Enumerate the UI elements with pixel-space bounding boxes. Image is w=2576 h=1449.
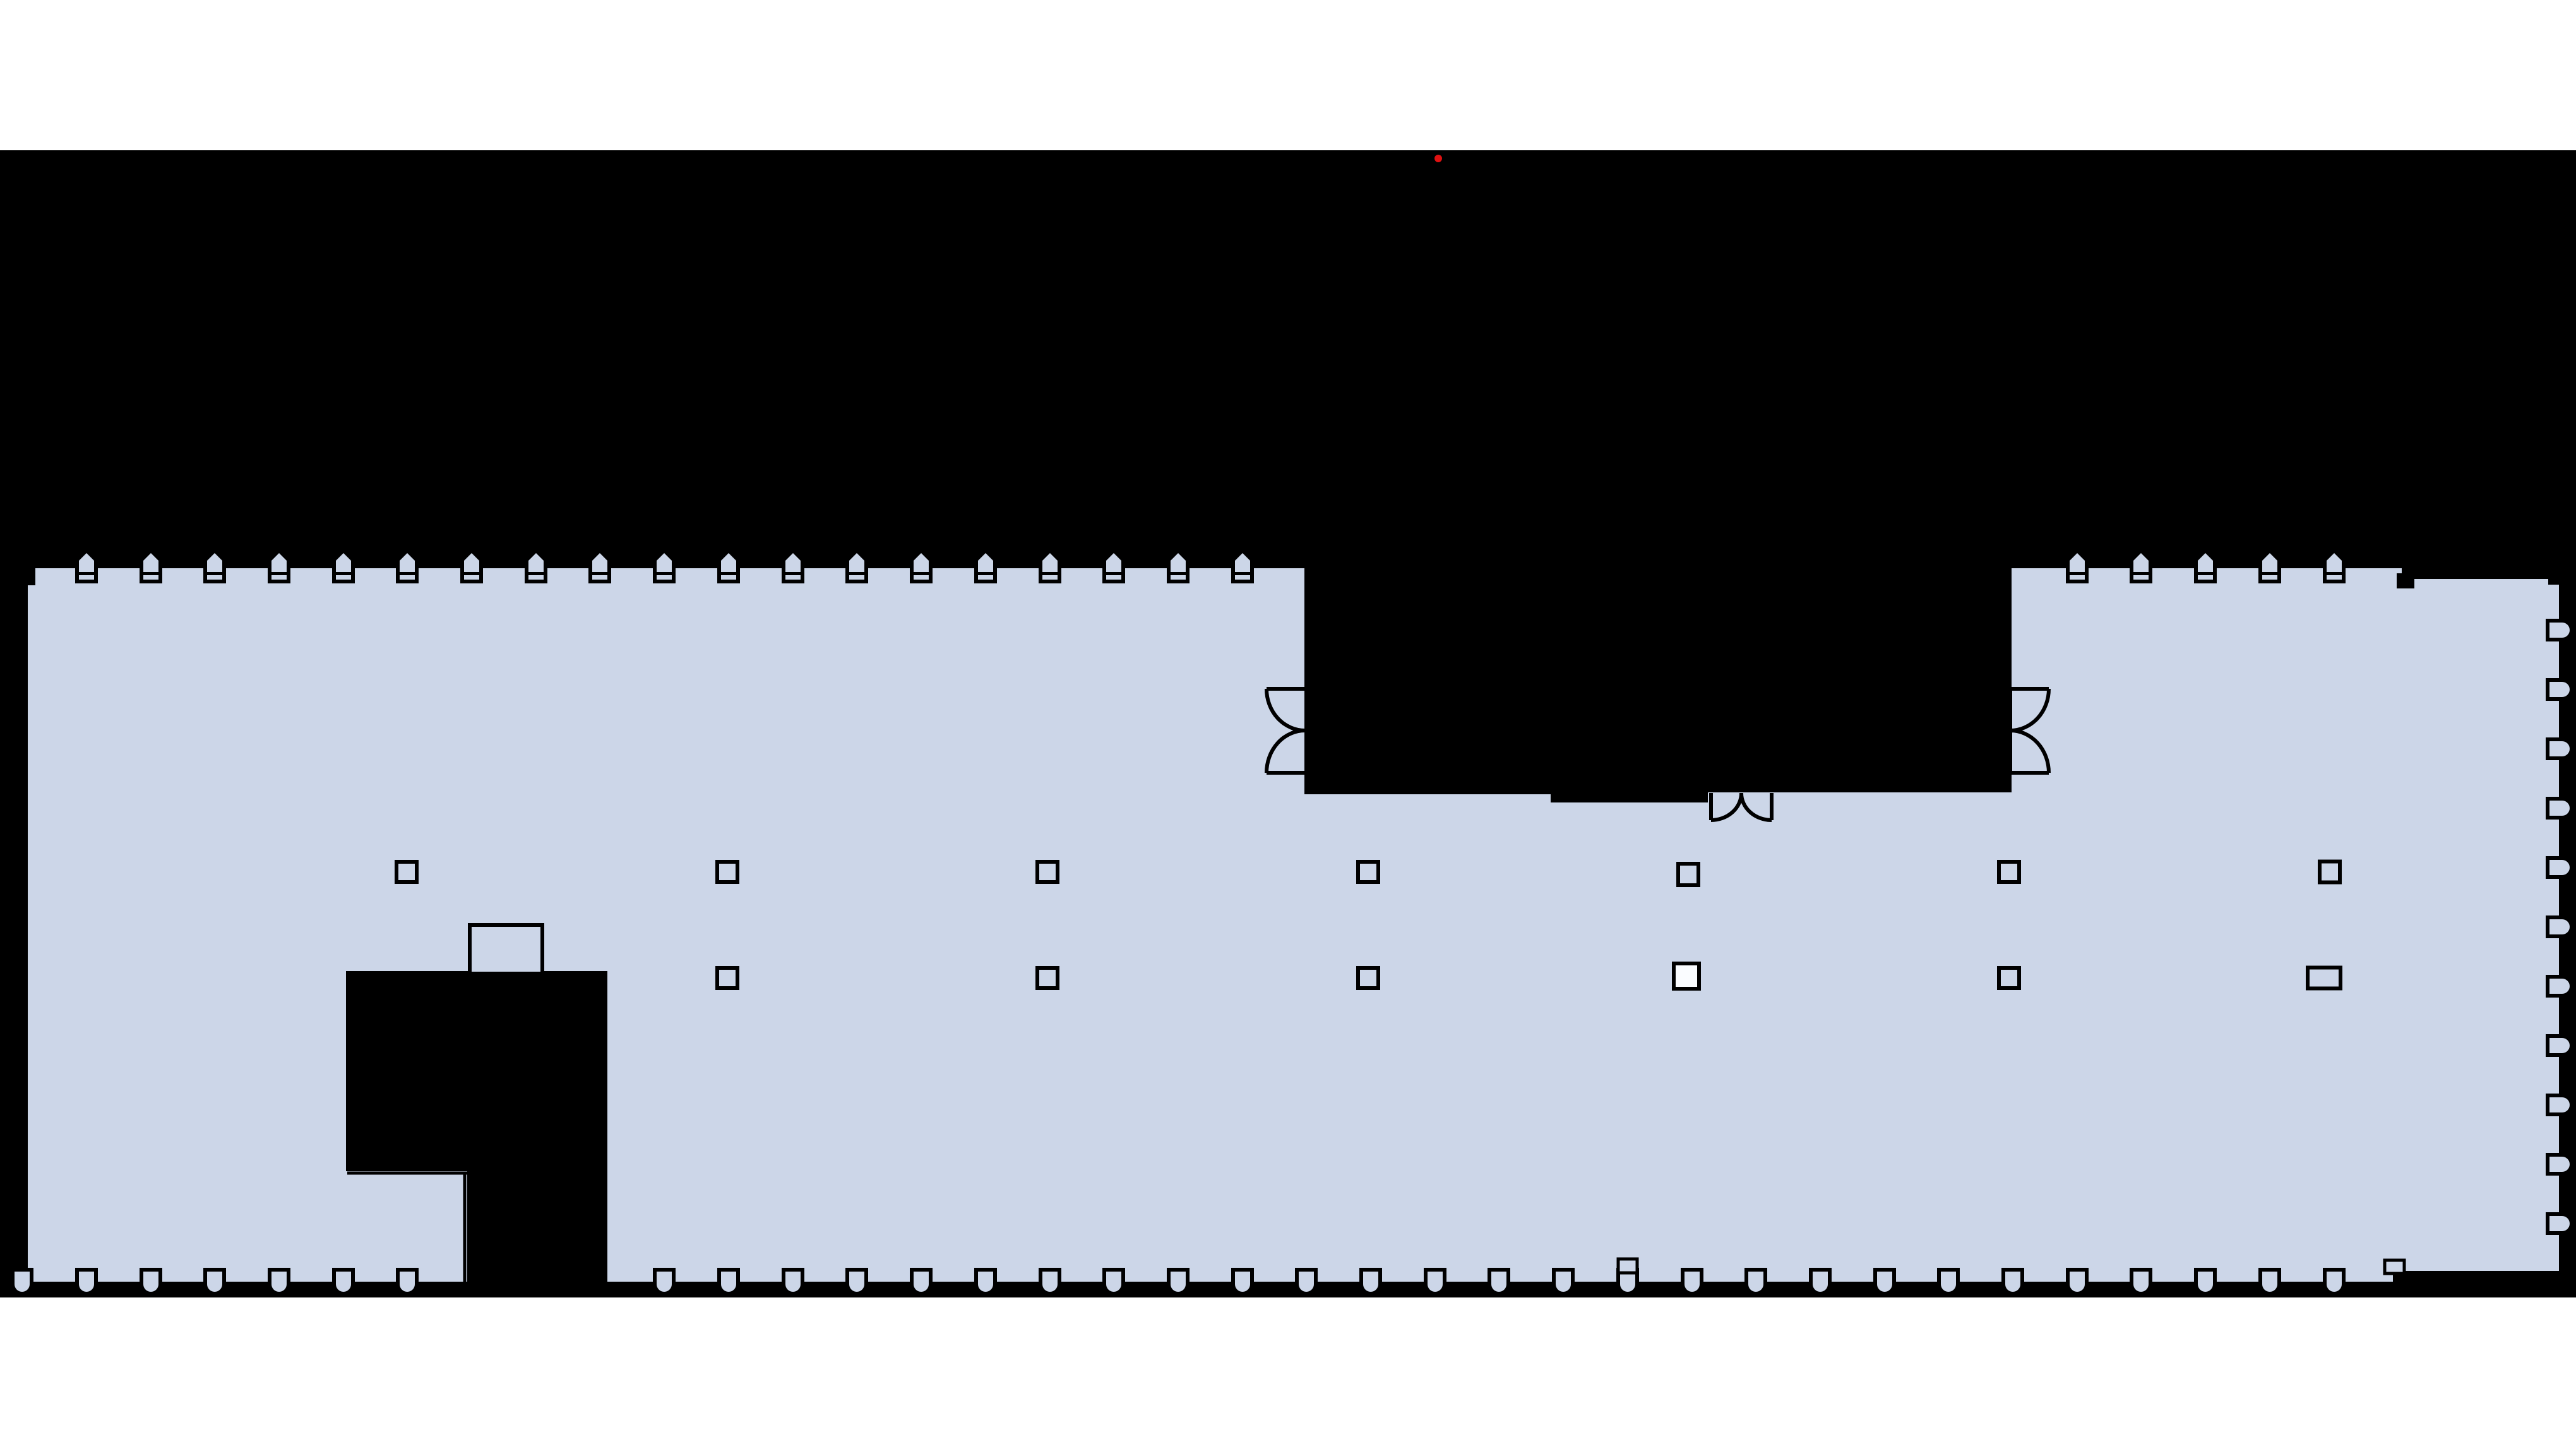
wall-corner-notch	[2548, 576, 2560, 585]
column-marker	[715, 966, 739, 990]
wall-corner-notch	[2397, 573, 2414, 588]
red-reference-marker	[1434, 155, 1442, 162]
window-sill-line-top	[464, 572, 479, 575]
column-marker	[1356, 966, 1380, 990]
window-tab-right	[2549, 1038, 2570, 1053]
window-sill-line-top	[207, 572, 222, 575]
window-tab-bottom	[849, 1272, 864, 1292]
column-marker	[1035, 860, 1059, 884]
window-tab-right	[2549, 860, 2570, 875]
column-marker	[2318, 859, 2342, 885]
column-marker	[2306, 965, 2342, 991]
window-tab-bottom	[2262, 1272, 2277, 1292]
window-sill-line-top	[978, 572, 993, 575]
window-sill-line-top	[336, 572, 351, 575]
window-sill-line-top	[528, 572, 544, 575]
page-margin-top	[0, 0, 2576, 150]
window-tab-bottom	[2327, 1272, 2342, 1292]
window-tab-bottom	[1556, 1272, 1571, 1292]
window-sill-line-top	[2070, 572, 2085, 575]
column-marker	[1672, 962, 1701, 991]
window-tab-bottom	[2133, 1272, 2149, 1292]
window-tab-bottom	[1299, 1272, 1314, 1292]
floor-slab	[25, 566, 2561, 1284]
window-tab-bottom	[785, 1272, 801, 1292]
window-sill-line-top	[400, 572, 415, 575]
window-tab-bottom	[1171, 1272, 1186, 1292]
window-sill-line-top	[79, 572, 94, 575]
window-sill-line-top	[271, 572, 287, 575]
window-sill-line-top	[849, 572, 864, 575]
column-marker	[1676, 862, 1700, 887]
wall-step-box-symbol	[2383, 1258, 2406, 1275]
window-tab-bottom	[1235, 1272, 1250, 1292]
double-door-west	[1265, 687, 1306, 775]
window-tab-right	[2549, 741, 2570, 756]
window-sill-line-top	[1106, 572, 1121, 575]
window-tab-bottom	[1877, 1272, 1892, 1292]
window-tab-bottom	[978, 1272, 993, 1292]
window-tab-right	[2549, 919, 2570, 934]
window-tab-bottom	[2198, 1272, 2213, 1292]
window-tab-bottom	[1813, 1272, 1828, 1292]
window-tab-bottom	[1428, 1272, 1443, 1292]
window-sill-line-top	[785, 572, 801, 575]
window-tab-bottom	[1491, 1272, 1506, 1292]
window-tab-bottom	[1042, 1272, 1058, 1292]
window-tab-right	[2549, 682, 2570, 697]
window-tab-bottom	[15, 1272, 30, 1292]
window-sill-line-top	[721, 572, 736, 575]
window-sill-line-top	[657, 572, 672, 575]
double-door-east	[2008, 687, 2051, 775]
column-marker	[1997, 860, 2021, 884]
shaft-room-outline	[468, 923, 544, 975]
window-tab-right	[2549, 1097, 2570, 1112]
window-sill-line-top	[1042, 572, 1058, 575]
window-tab-bottom	[657, 1272, 672, 1292]
window-tab-bottom	[1685, 1272, 1700, 1292]
window-sill-line-top	[592, 572, 607, 575]
window-tab-bottom	[207, 1272, 222, 1292]
window-tab-right	[2549, 1157, 2570, 1172]
window-sill-line-top	[1235, 572, 1250, 575]
window-tab-bottom	[1748, 1272, 1763, 1292]
window-tab-bottom	[721, 1272, 736, 1292]
window-sill-line-top	[2198, 572, 2213, 575]
column-marker	[1997, 966, 2021, 990]
window-tab-bottom	[1941, 1272, 1956, 1292]
window-sill-line-top	[2262, 572, 2277, 575]
window-tab-bottom	[914, 1272, 929, 1292]
window-tab-right	[2549, 801, 2570, 816]
riser-box-symbol	[1616, 1257, 1639, 1275]
window-tab-bottom	[336, 1272, 351, 1292]
window-sill-line-top	[1171, 572, 1186, 575]
window-tab-bottom	[2070, 1272, 2085, 1292]
page-margin-bottom	[0, 1297, 2576, 1449]
window-sill-line-top	[2327, 572, 2342, 575]
window-tab-right	[2549, 1216, 2570, 1231]
window-tab-bottom	[79, 1272, 94, 1292]
column-marker	[715, 860, 739, 884]
window-tab-bottom	[400, 1272, 415, 1292]
window-tab-right	[2549, 623, 2570, 638]
double-door-south	[1709, 792, 1774, 822]
window-tab-bottom	[1363, 1272, 1378, 1292]
window-tab-right	[2549, 979, 2570, 994]
window-sill-line-top	[143, 572, 158, 575]
window-sill-line-top	[914, 572, 929, 575]
window-tab-bottom	[1106, 1272, 1121, 1292]
window-tab-bottom	[2005, 1272, 2020, 1292]
window-tab-bottom	[143, 1272, 158, 1292]
column-marker	[395, 860, 419, 884]
window-tab-bottom	[1620, 1272, 1635, 1292]
column-marker	[1035, 966, 1059, 990]
window-tab-bottom	[271, 1272, 287, 1292]
column-marker	[1356, 860, 1380, 884]
window-sill-line-top	[2133, 572, 2149, 575]
